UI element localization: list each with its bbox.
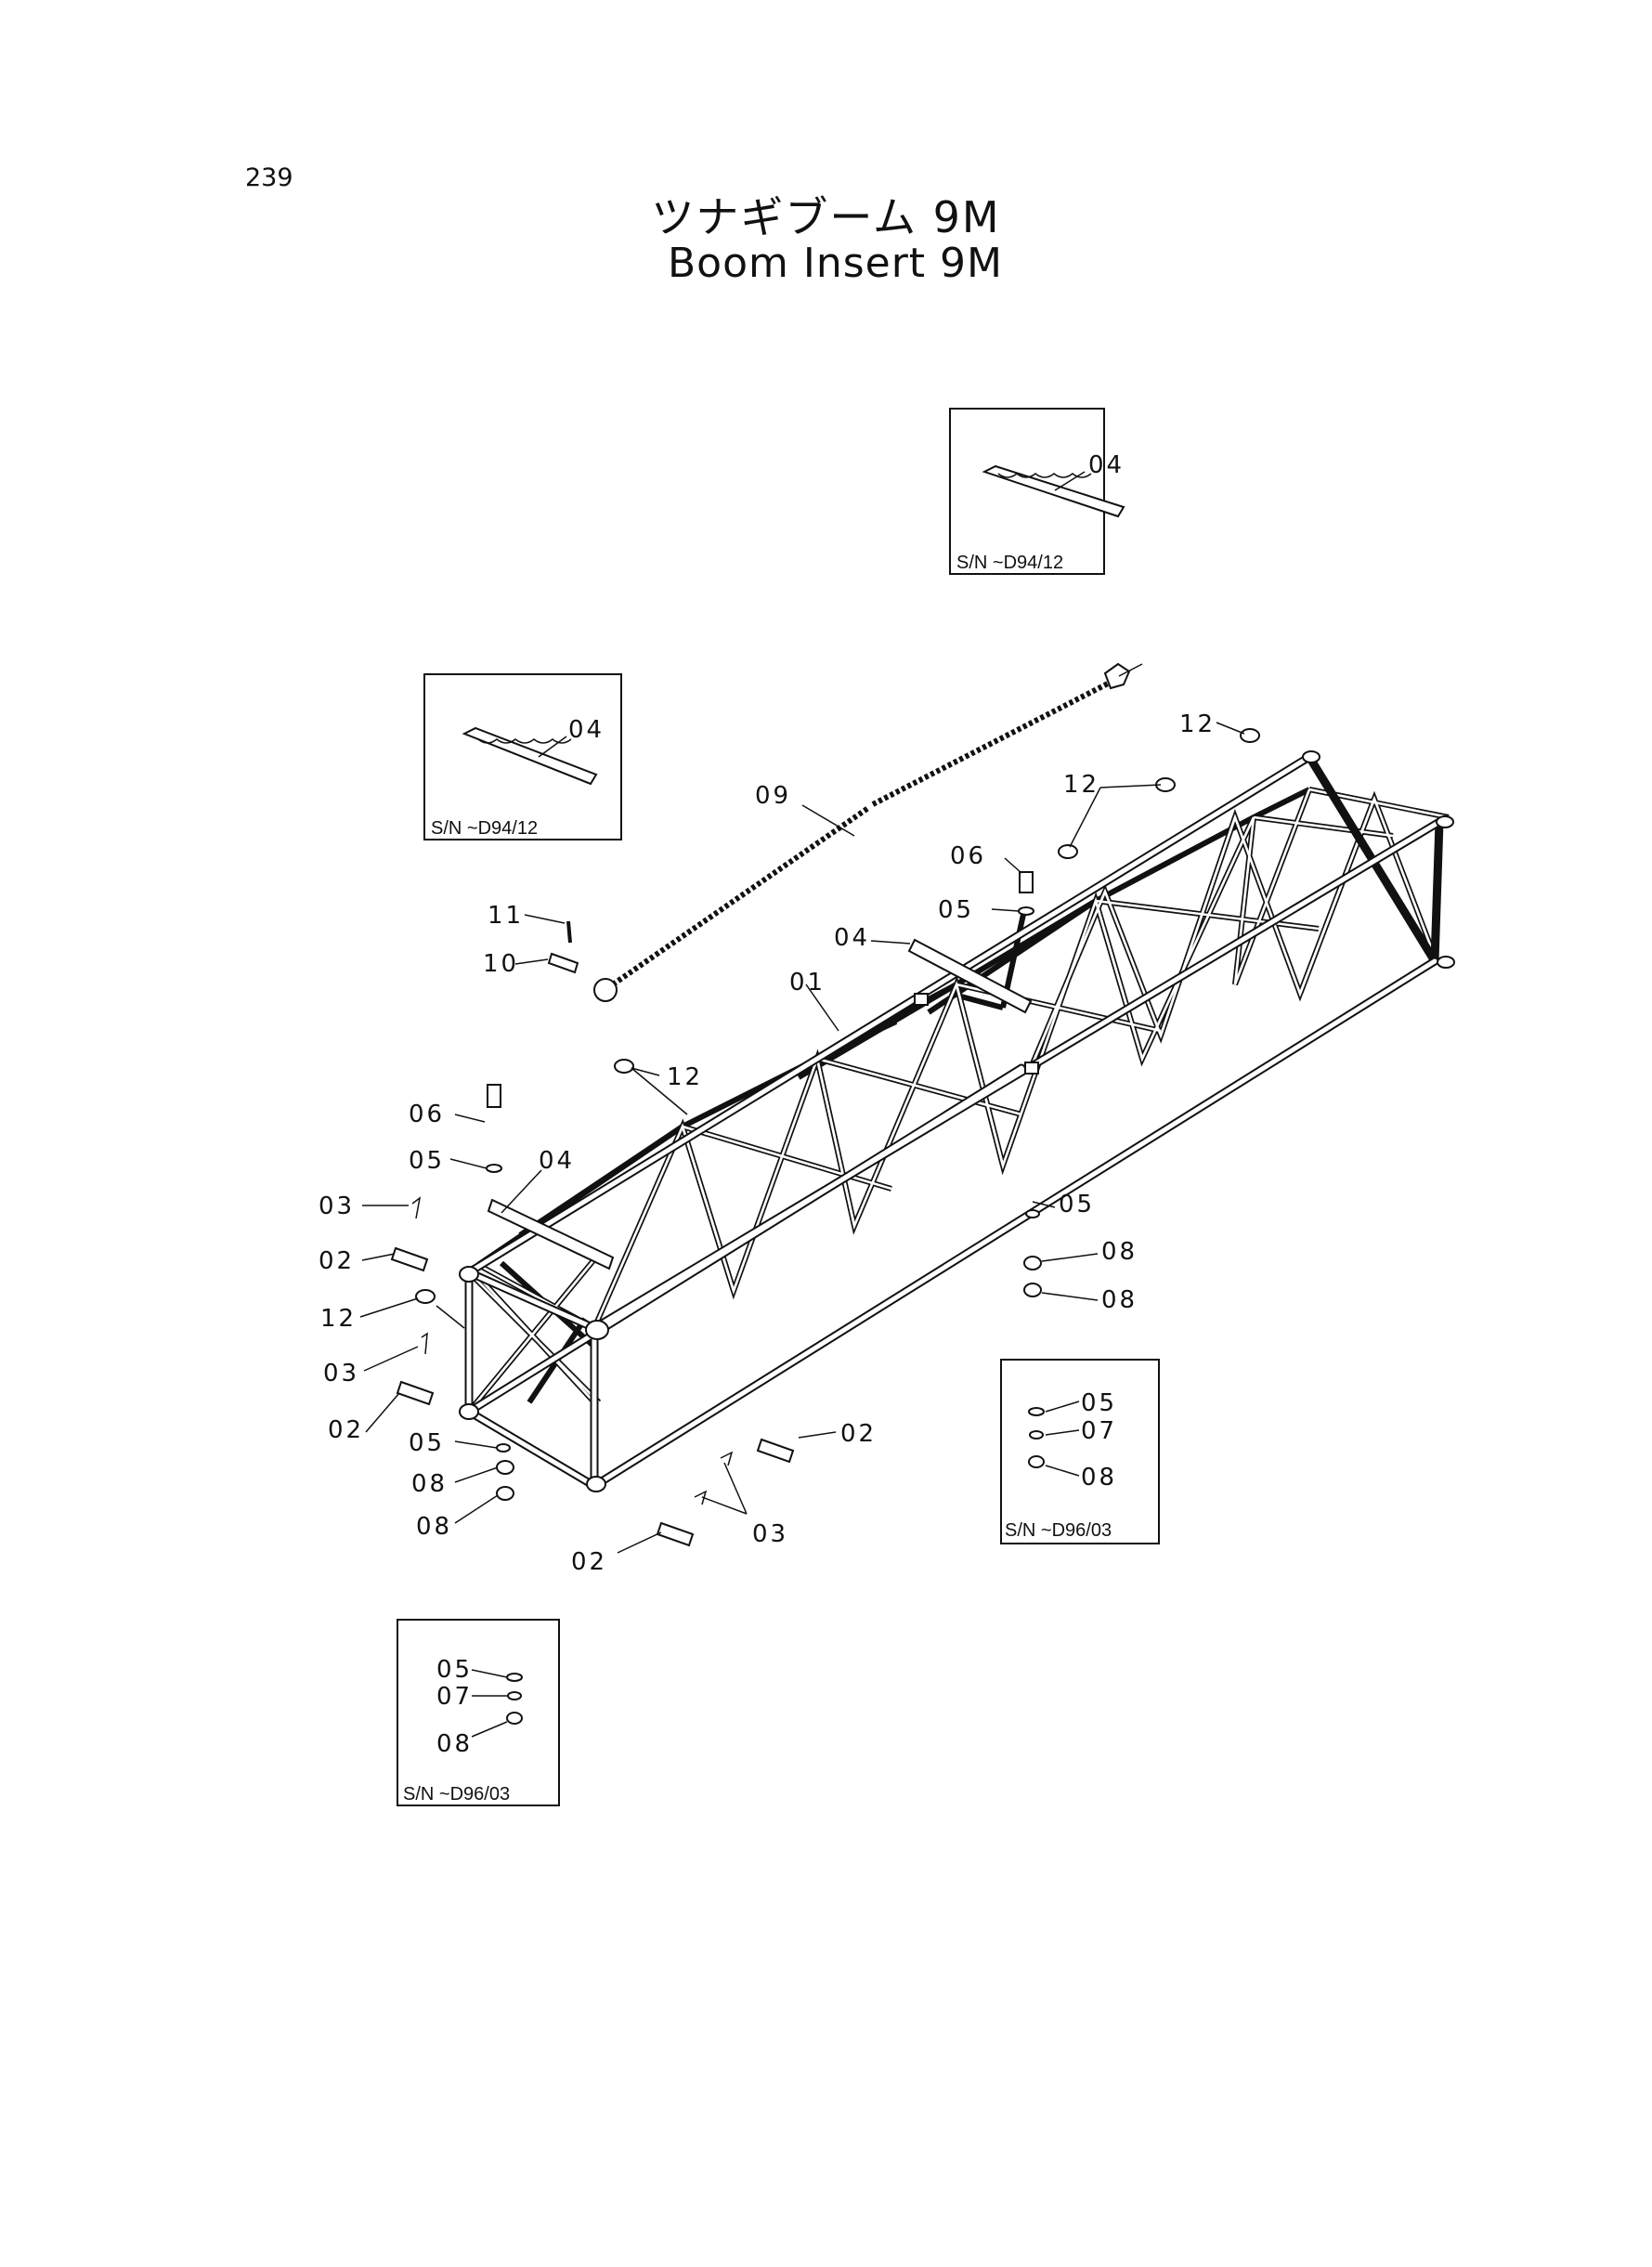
boom-truss [459, 750, 1455, 1492]
page-number: 239 [245, 163, 293, 192]
pendant-rod-part [611, 805, 870, 987]
inset-left: 04 S/N ~D94/12 [423, 673, 622, 840]
lacing-plate-part [982, 464, 1125, 518]
callout-03: 03 [752, 1520, 788, 1548]
callout-05: 05 [409, 1147, 445, 1175]
callout-05: 05 [409, 1429, 445, 1457]
callout-03: 03 [319, 1192, 355, 1220]
callout-11: 11 [488, 902, 524, 930]
callout-06: 06 [950, 842, 986, 870]
strut-bar-part [487, 1198, 615, 1270]
callout-07: 07 [436, 1683, 473, 1711]
pin-part [756, 1438, 795, 1464]
callout-08: 08 [1101, 1286, 1138, 1314]
serial-note: S/N ~D96/03 [1005, 1520, 1112, 1541]
pin-part [390, 1246, 429, 1272]
callout-09: 09 [755, 782, 791, 810]
callout-02: 02 [319, 1247, 355, 1275]
detached-parts [390, 662, 1260, 1547]
boom-lug [1437, 956, 1455, 969]
callout-02: 02 [571, 1548, 607, 1576]
leader-lines [359, 722, 1245, 1554]
callout-08: 08 [1101, 1238, 1138, 1266]
callout-08: 08 [1081, 1464, 1117, 1492]
callout-05: 05 [436, 1656, 473, 1684]
callout-08: 08 [436, 1730, 473, 1758]
serial-note: S/N ~D94/12 [431, 818, 538, 839]
callout-10: 10 [483, 950, 519, 978]
callout-05: 05 [1059, 1191, 1095, 1218]
inset-top-right: 04 S/N ~D94/12 [949, 408, 1125, 575]
boom-lug [586, 1476, 606, 1492]
pin-part [656, 1521, 695, 1547]
callout-07: 07 [1081, 1417, 1117, 1445]
title-english: Boom Insert 9M [667, 240, 1003, 287]
callout-05: 05 [1081, 1389, 1117, 1417]
callout-03: 03 [323, 1360, 359, 1388]
boom-lug [459, 1266, 479, 1283]
callout-05: 05 [938, 896, 974, 924]
callout-08: 08 [411, 1470, 448, 1498]
lacing-plate-part [462, 726, 598, 786]
title-japanese: ツナギブーム 9M [651, 192, 1001, 242]
callout-04: 04 [539, 1147, 575, 1175]
callout-01: 01 [789, 969, 826, 997]
boom-lug [1302, 750, 1320, 763]
callout-02: 02 [840, 1420, 877, 1448]
boom-lug [1436, 815, 1454, 828]
boom-lug [585, 1320, 609, 1340]
strut-bar-part [907, 938, 1033, 1014]
pendant-rod-part [871, 680, 1112, 807]
serial-note: S/N ~D94/12 [956, 553, 1063, 573]
callout-08: 08 [416, 1513, 452, 1541]
pin-part [396, 1380, 435, 1406]
callout-04: 04 [568, 716, 605, 744]
callout-06: 06 [409, 1101, 445, 1128]
inset-right: 05 07 08 S/N ~D96/03 [1000, 1359, 1160, 1544]
callouts: 12 12 09 06 05 04 01 11 10 12 06 05 04 0… [319, 710, 1216, 1576]
callout-12: 12 [1179, 710, 1216, 738]
callout-04: 04 [1088, 451, 1125, 479]
boom-lug [459, 1403, 479, 1420]
callout-12: 12 [320, 1305, 357, 1333]
inset-bottom: 05 07 08 S/N ~D96/03 [397, 1619, 560, 1806]
callout-12: 12 [667, 1063, 703, 1091]
serial-note: S/N ~D96/03 [403, 1784, 510, 1804]
callout-12: 12 [1063, 771, 1099, 799]
callout-04: 04 [834, 924, 870, 952]
callout-02: 02 [328, 1416, 364, 1444]
